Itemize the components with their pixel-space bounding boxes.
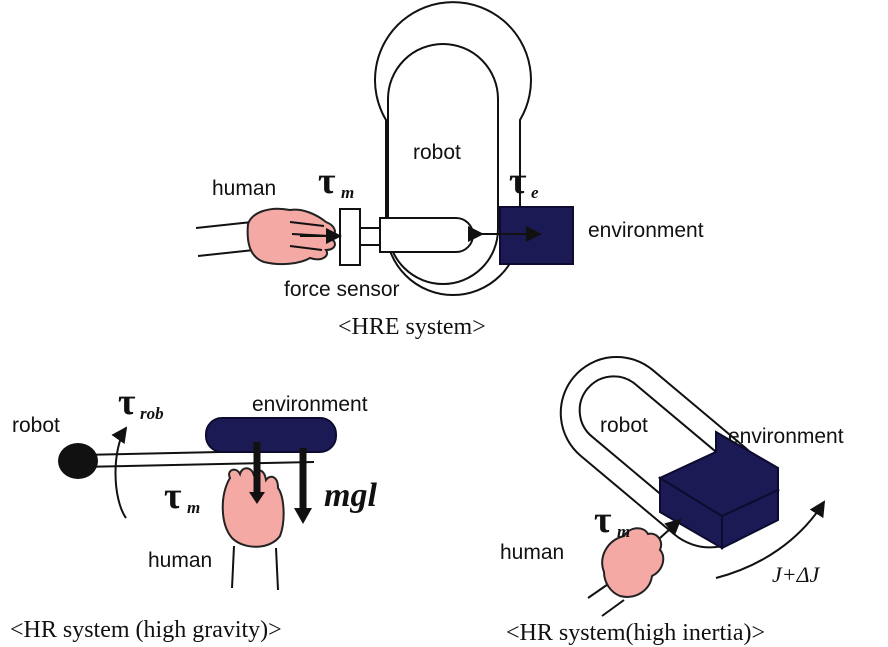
gravity-tau-m-symbol: τ bbox=[164, 475, 182, 517]
hre-robot-label: robot bbox=[413, 141, 461, 164]
inertia-tau-m-subscript: m bbox=[617, 522, 630, 541]
inertia-caption: <HR system(high inertia)> bbox=[506, 620, 765, 646]
robot-joint bbox=[58, 443, 98, 479]
hre-human-label: human bbox=[212, 177, 276, 200]
inertia-environment-label: environment bbox=[728, 425, 844, 448]
gravity-tau-rob-symbol: τ bbox=[118, 381, 136, 423]
hre-tau-symbol: τ bbox=[318, 160, 336, 202]
human-hand bbox=[601, 527, 665, 598]
human-hand bbox=[221, 467, 285, 548]
gravity-robot-label: robot bbox=[12, 414, 60, 437]
inertia-j-delta-j-label: J+ΔJ bbox=[772, 562, 821, 587]
hre-force-sensor-label: force sensor bbox=[284, 278, 400, 301]
human-hand bbox=[246, 207, 336, 266]
hre-system-diagram: robot human environment force sensor τ m… bbox=[195, 1, 704, 340]
gravity-mgl-label: mgl bbox=[324, 477, 377, 514]
hre-caption: <HRE system> bbox=[338, 314, 486, 340]
hre-environment-label: environment bbox=[588, 219, 704, 242]
gravity-caption: <HR system (high gravity)> bbox=[10, 617, 282, 643]
gravity-environment-label: environment bbox=[252, 393, 368, 416]
environment-plate bbox=[205, 417, 337, 453]
gravity-tau-rob-subscript: rob bbox=[140, 404, 164, 423]
environment-block bbox=[499, 206, 574, 265]
end-effector bbox=[379, 217, 474, 253]
force-sensor bbox=[339, 208, 361, 266]
environment-cube bbox=[657, 430, 781, 550]
inertia-tau-m-symbol: τ bbox=[594, 499, 612, 541]
inertia-robot-label: robot bbox=[600, 414, 648, 437]
hre-tau-e-subscript: e bbox=[531, 183, 539, 202]
hre-tau-e-symbol: τ bbox=[509, 160, 527, 202]
hr-gravity-diagram: robot environment human τ rob τ m mgl <H… bbox=[10, 381, 377, 643]
gravity-human-label: human bbox=[148, 549, 212, 572]
inertia-human-label: human bbox=[500, 541, 564, 564]
hr-inertia-diagram: robot environment human τ m J+ΔJ <HR sys… bbox=[500, 355, 844, 646]
gravity-tau-m-subscript: m bbox=[187, 498, 200, 517]
hre-tau-m-subscript: m bbox=[341, 183, 354, 202]
